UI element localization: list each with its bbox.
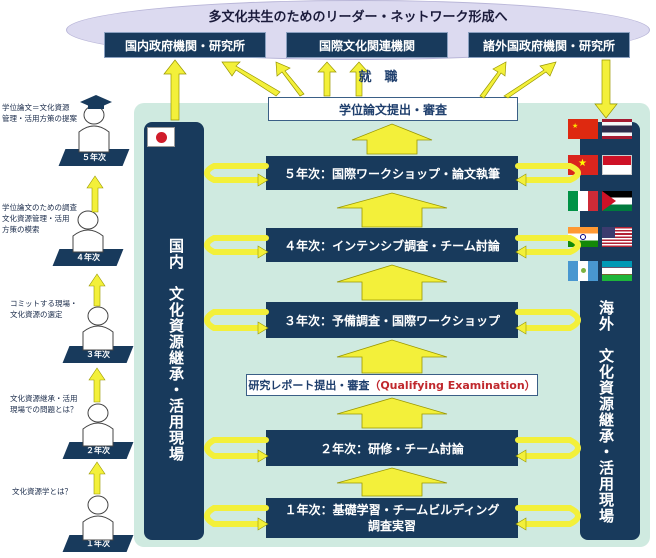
qe-label: 研究レポート提出・審査 [248,379,370,392]
year1-sublabel: 調査実習 [367,519,416,533]
italy-flag [568,191,598,211]
japan-flag [147,127,175,147]
note-year3: コミットする現場・ 文化資源の選定 [10,299,78,319]
note-year2: 文化資源継承・活用 現場での問題とは？ [10,394,78,414]
year5-box: ５年次：国際ワークショップ・論文執筆 [266,156,518,190]
domestic-label: 国内 文化資源継承・活用現場 [167,238,185,462]
year1-box: １年次：基礎学習・チームビルディング 調査実習 [266,498,518,538]
usa-flag [602,227,632,247]
step-2-label: ２年次 [86,446,110,455]
step-3-label: ３年次 [86,350,110,359]
note-year5: 学位論文＝文化資源 管理・活用方策の提案 [2,103,77,123]
guatemala-flag [568,261,598,281]
domestic-column [144,122,204,540]
year4-box: ４年次：インテンシブ調査・チーム討論 [266,228,518,262]
flags-group: ★ ★ [566,119,636,289]
thesis-box: 学位論文提出・審査 [268,97,518,121]
step-4-label: ４年次 [76,253,100,262]
jordan-flag [602,191,632,211]
year2-box: ２年次：研修・チーム討論 [266,430,518,466]
overseas-label: 海外 文化資源継承・活用現場 [597,300,615,524]
step-1-label: １年次 [86,539,110,548]
destination-overseas: 諸外国政府機関・研究所 [468,32,630,58]
thailand-flag [602,119,632,139]
top-title: 多文化共生のためのリーダー・ネットワーク形成へ [208,10,508,25]
note-year4: 学位論文のための調査 文化資源管理・活用 方策の模索 [2,203,77,234]
uzbekistan-flag [602,261,632,281]
vietnam-flag: ★ [568,155,598,175]
destination-domestic: 国内政府機関・研究所 [104,32,266,58]
step-5-label: ５年次 [82,153,106,162]
ladder: ５年次 ４年次 ３年次 ２年次 １年次 [0,80,134,558]
year1-label: １年次：基礎学習・チームビルディング [284,503,500,517]
india-flag [568,227,598,247]
indonesia-flag [602,155,632,175]
qe-suffix: （Qualifying Examination） [369,379,536,392]
graduation-cap-icon [80,95,112,109]
ladder-figures [72,95,114,541]
china-flag: ★ [568,119,598,139]
employment-label: 就 職 [358,70,398,85]
destination-international: 国際文化関連機関 [286,32,448,58]
year3-box: ３年次：予備調査・国際ワークショップ [266,302,518,338]
note-year1: 文化資源学とは？ [12,487,72,496]
qe-box: 研究レポート提出・審査（Qualifying Examination） [246,374,538,396]
